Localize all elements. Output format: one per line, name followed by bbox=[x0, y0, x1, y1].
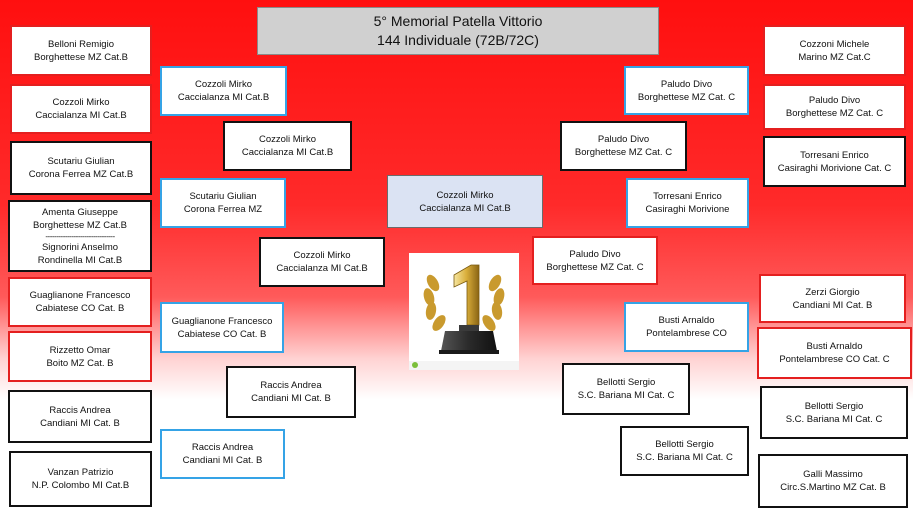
winner-box: Cozzoli Mirko Caccialanza MI Cat.B bbox=[387, 175, 543, 228]
left-r1-slot-4: Amenta Giuseppe Borghettese MZ Cat.B ---… bbox=[8, 200, 152, 272]
player-name: Scutariu Giulian bbox=[189, 191, 257, 202]
right-r1-slot-3: Torresani Enrico Casiraghi Morivione Cat… bbox=[763, 136, 906, 187]
left-r1-slot-6: Rizzetto Omar Boito MZ Cat. B bbox=[8, 331, 152, 382]
right-r1-slot-7: Galli Massimo Circ.S.Martino MZ Cat. B bbox=[758, 454, 908, 508]
player-club: Casiraghi Morivione bbox=[645, 204, 730, 215]
player-name: Zerzi Giorgio bbox=[805, 286, 860, 298]
player-club: S.C. Bariana MI Cat. C bbox=[577, 390, 675, 401]
player-club: Rondinella MI Cat.B bbox=[37, 254, 123, 266]
player-club: Corona Ferrea MZ Cat.B bbox=[28, 169, 134, 180]
trophy-image bbox=[409, 253, 519, 370]
player-name: Busti Arnaldo bbox=[658, 315, 715, 326]
player-name: Raccis Andrea bbox=[260, 380, 322, 391]
right-r1-slot-4: Zerzi Giorgio Candiani MI Cat. B bbox=[759, 274, 906, 323]
player-club: Borghettese MZ Cat. C bbox=[785, 108, 884, 119]
left-r2-slot-1: Cozzoli Mirko Caccialanza MI Cat.B bbox=[160, 66, 287, 116]
player-name: Bellotti Sergio bbox=[596, 377, 656, 388]
tournament-title: 5° Memorial Patella Vittorio bbox=[373, 13, 543, 29]
right-r2-slot-3: Busti Arnaldo Pontelambrese CO bbox=[624, 302, 749, 352]
player-club: Cabiatese CO Cat. B bbox=[177, 328, 267, 340]
winner-name: Cozzoli Mirko bbox=[436, 189, 494, 201]
player-club: Borghettese MZ Cat.B bbox=[34, 51, 128, 63]
player-name: Cozzoni Michele bbox=[799, 38, 870, 50]
right-r2-slot-4: Bellotti Sergio S.C. Bariana MI Cat. C bbox=[620, 426, 749, 476]
player-club: Borghettese MZ Cat.B bbox=[33, 219, 127, 231]
player-club: Circ.S.Martino MZ Cat. B bbox=[780, 482, 886, 493]
player-name: Cozzoli Mirko bbox=[258, 134, 316, 145]
player-club: Borghettese MZ Cat. C bbox=[546, 261, 644, 273]
tournament-subtitle: 144 Individuale (72B/72C) bbox=[377, 32, 539, 48]
left-r1-slot-3: Scutariu Giulian Corona Ferrea MZ Cat.B bbox=[10, 141, 152, 195]
separator-line: -------------------------------- bbox=[45, 231, 115, 241]
player-name: Paludo Divo bbox=[808, 95, 861, 106]
left-r3-slot-2: Raccis Andrea Candiani MI Cat. B bbox=[226, 366, 356, 418]
player-name: Belloni Remigio bbox=[47, 38, 114, 50]
trophy-number-one-icon bbox=[409, 264, 519, 370]
player-name: Paludo Divo bbox=[660, 78, 713, 90]
left-r2-slot-4: Raccis Andrea Candiani MI Cat. B bbox=[160, 429, 285, 479]
player-name: Cozzoli Mirko bbox=[293, 250, 351, 261]
player-name: Rizzetto Omar bbox=[49, 344, 111, 356]
player-name: Guaglianone Francesco bbox=[29, 290, 131, 301]
player-name: Cozzoli Mirko bbox=[52, 97, 110, 108]
player-name: Bellotti Sergio bbox=[655, 439, 714, 450]
player-name: Paludo Divo bbox=[569, 248, 621, 260]
player-name: Paludo Divo bbox=[597, 134, 650, 145]
player-club: S.C. Bariana MI Cat. C bbox=[636, 452, 733, 463]
left-r2-slot-2: Scutariu Giulian Corona Ferrea MZ bbox=[160, 178, 286, 228]
player-club: Borghettese MZ Cat. C bbox=[574, 147, 673, 158]
player-club: Caccialanza MI Cat.B bbox=[241, 147, 334, 158]
player-club: Boito MZ Cat. B bbox=[46, 357, 114, 369]
player-name: Torresani Enrico bbox=[653, 191, 722, 202]
right-r3-slot-2: Bellotti Sergio S.C. Bariana MI Cat. C bbox=[562, 363, 690, 415]
player-name: Guaglianone Francesco bbox=[171, 315, 273, 327]
left-r1-slot-1: Belloni Remigio Borghettese MZ Cat.B bbox=[10, 25, 152, 76]
right-r1-slot-6: Bellotti Sergio S.C. Bariana MI Cat. C bbox=[760, 386, 908, 439]
player-name: Vanzan Patrizio bbox=[47, 467, 114, 478]
player-club: Corona Ferrea MZ bbox=[183, 204, 263, 215]
player-club: Candiani MI Cat. B bbox=[40, 417, 120, 429]
player-club: Cabiatese CO Cat. B bbox=[35, 303, 125, 314]
left-r1-slot-2: Cozzoli Mirko Caccialanza MI Cat.B bbox=[10, 84, 152, 134]
left-r3-slot-1: Cozzoli Mirko Caccialanza MI Cat.B bbox=[223, 121, 352, 171]
player-name: Busti Arnaldo bbox=[806, 341, 863, 352]
right-r2-slot-1: Paludo Divo Borghettese MZ Cat. C bbox=[624, 66, 749, 115]
player-club: Candiani MI Cat. B bbox=[182, 455, 263, 466]
player-name: Galli Massimo bbox=[803, 469, 863, 480]
player-name: Scutariu Giulian bbox=[47, 156, 115, 167]
player-club: Candiani MI Cat. B bbox=[792, 299, 873, 311]
right-r1-slot-5: Busti Arnaldo Pontelambrese CO Cat. C bbox=[757, 327, 912, 379]
player-name: Bellotti Sergio bbox=[804, 400, 864, 412]
player-club: Pontelambrese CO bbox=[646, 328, 727, 339]
player-club: Caccialanza MI Cat.B bbox=[177, 92, 270, 103]
right-r3-slot-1: Paludo Divo Borghettese MZ Cat. C bbox=[560, 121, 687, 171]
player-club: S.C. Bariana MI Cat. C bbox=[785, 413, 883, 425]
player-club: Candiani MI Cat. B bbox=[251, 393, 331, 404]
player-name: Torresani Enrico bbox=[800, 149, 869, 161]
player-name: Signorini Anselmo bbox=[41, 241, 119, 253]
right-r2-slot-2: Torresani Enrico Casiraghi Morivione bbox=[626, 178, 749, 228]
player-club: Casiraghi Morivione Cat. C bbox=[777, 162, 892, 174]
winner-club: Caccialanza MI Cat.B bbox=[419, 202, 511, 214]
player-club: N.P. Colombo MI Cat.B bbox=[31, 480, 130, 491]
player-club: Marino MZ Cat.C bbox=[798, 51, 871, 63]
left-r1-slot-8: Vanzan Patrizio N.P. Colombo MI Cat.B bbox=[9, 451, 152, 507]
left-r1-slot-7: Raccis Andrea Candiani MI Cat. B bbox=[8, 390, 152, 443]
player-name: Cozzoli Mirko bbox=[194, 79, 252, 90]
right-r4-slot: Paludo Divo Borghettese MZ Cat. C bbox=[532, 236, 658, 285]
right-r1-slot-1: Cozzoni Michele Marino MZ Cat.C bbox=[763, 25, 906, 76]
left-r1-slot-5: Guaglianone Francesco Cabiatese CO Cat. … bbox=[8, 277, 152, 327]
player-club: Pontelambrese CO Cat. C bbox=[779, 354, 890, 365]
tournament-header: 5° Memorial Patella Vittorio 144 Individ… bbox=[257, 7, 659, 55]
player-club: Caccialanza MI Cat.B bbox=[276, 263, 368, 274]
left-r4-slot: Cozzoli Mirko Caccialanza MI Cat.B bbox=[259, 237, 385, 287]
player-name: Raccis Andrea bbox=[49, 404, 111, 416]
player-club: Borghettese MZ Cat. C bbox=[637, 91, 736, 103]
player-name: Raccis Andrea bbox=[191, 442, 254, 453]
right-r1-slot-2: Paludo Divo Borghettese MZ Cat. C bbox=[763, 84, 906, 130]
player-name: Amenta Giuseppe bbox=[41, 206, 119, 218]
player-club: Caccialanza MI Cat.B bbox=[35, 110, 127, 121]
left-r2-slot-3: Guaglianone Francesco Cabiatese CO Cat. … bbox=[160, 302, 284, 353]
